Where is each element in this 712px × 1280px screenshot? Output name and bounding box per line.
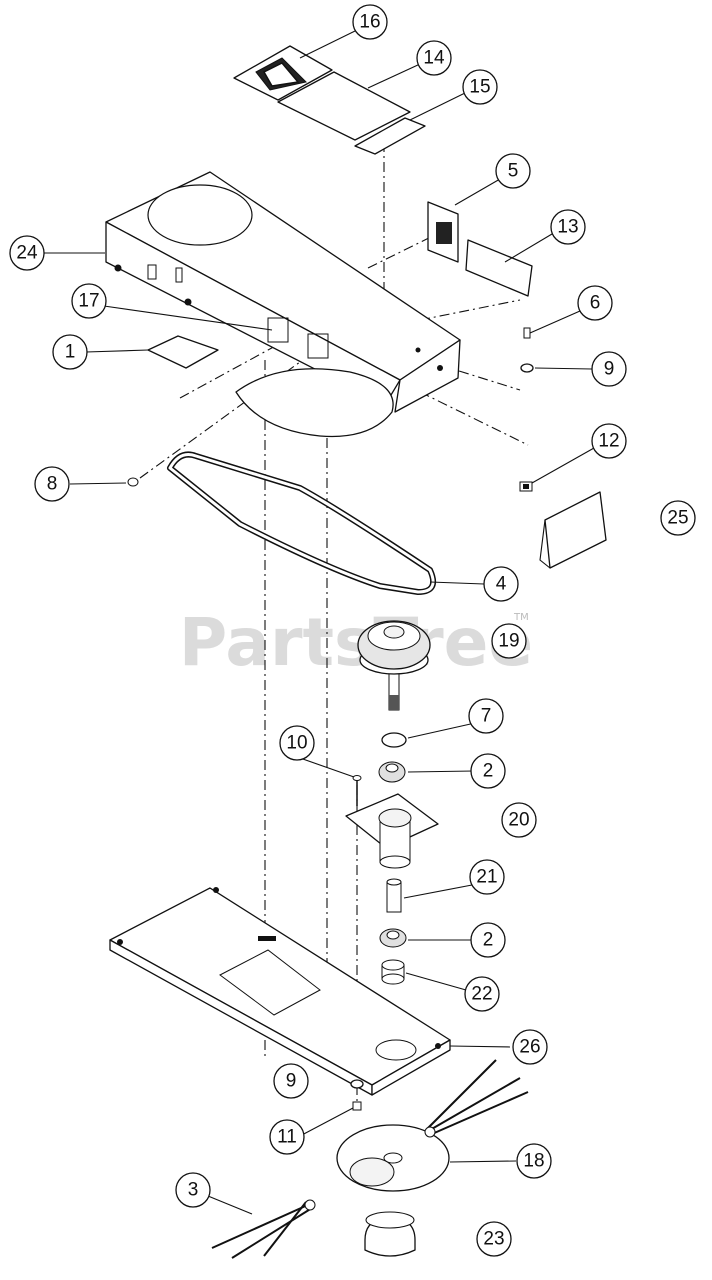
assembly-line-13 [419,299,521,321]
part-8-bolt [127,477,139,487]
callout-6: 6 [577,285,613,321]
part-16-warning-decal [233,45,333,101]
callout-13: 13 [550,209,586,245]
callout-17-label: 17 [78,291,99,312]
callout-22-label: 22 [471,984,492,1005]
callout-24: 24 [9,235,45,271]
part-3-blades [211,1199,316,1259]
callout-9-bottom-label: 9 [286,1071,297,1092]
assembly-line-12 [419,391,529,446]
part-21-spacer [386,878,402,913]
part-6-screw [523,327,531,339]
callout-4: 4 [483,566,519,602]
part-12-clip [519,481,533,492]
part-19-pulley [357,620,431,711]
watermark-text: PartsTree [179,604,533,681]
part-23-dome [364,1211,416,1257]
callout-2-bottom: 2 [470,922,506,958]
callout-10-label: 10 [286,733,307,754]
callout-11: 11 [269,1119,305,1155]
callout-2-bottom-label: 2 [483,930,494,951]
assembly-line-1 [179,337,291,399]
callout-16: 16 [352,4,388,40]
part-1-plate [147,335,219,369]
part-13-label [465,239,533,297]
part-26-frame [109,887,451,1096]
callout-18-label: 18 [523,1151,544,1172]
callout-26: 26 [512,1029,548,1065]
part-9-washer-top [520,363,534,373]
callout-9-top-label: 9 [604,359,615,380]
part-22-collar [381,959,405,985]
callout-21-label: 21 [476,867,497,888]
callout-25-label: 25 [667,508,688,529]
deflector-plate [235,368,394,438]
part-14-label [277,71,411,141]
callout-5-label: 5 [508,161,519,182]
callout-20: 20 [501,802,537,838]
callout-25: 25 [660,500,696,536]
callout-18: 18 [516,1143,552,1179]
part-11-nut [352,1101,362,1111]
part-9-washer-bottom [350,1079,364,1089]
callout-26-label: 26 [519,1037,540,1058]
callout-23: 23 [476,1221,512,1257]
callout-9-top: 9 [591,351,627,387]
leader-lines [42,30,595,1215]
part-5-decal [427,201,459,263]
callout-1-label: 1 [65,342,76,363]
part-24-belt-cover [105,171,461,413]
callout-9-bottom: 9 [273,1063,309,1099]
callout-16-label: 16 [359,12,380,33]
callout-1: 1 [52,334,88,370]
part-18-impeller [336,1059,529,1192]
callout-2-top: 2 [470,753,506,789]
part-25-bracket [539,491,607,569]
callout-8: 8 [34,466,70,502]
part-4-belt [167,451,436,595]
part-10-screw [352,775,362,806]
callout-7-label: 7 [481,706,492,727]
callout-12: 12 [591,423,627,459]
callout-23-label: 23 [483,1229,504,1250]
callout-24-label: 24 [16,243,38,264]
part-2-bearing-top [378,761,406,783]
callout-15: 15 [462,69,498,105]
callout-21: 21 [469,859,505,895]
callout-6-label: 6 [590,293,601,314]
part-20-bearing-housing [345,793,439,869]
assembly-line-5 [367,229,446,269]
callout-2-top-label: 2 [483,761,494,782]
callout-13-label: 13 [557,217,578,238]
callout-22: 22 [464,976,500,1012]
callout-3-label: 3 [188,1180,199,1201]
callout-14-label: 14 [423,48,445,69]
callout-19: 19 [491,623,527,659]
callout-11-label: 11 [277,1127,297,1148]
callout-8-label: 8 [47,474,58,495]
callout-5: 5 [495,153,531,189]
callout-17: 17 [71,283,107,319]
part-2-bearing-bottom [379,928,407,948]
callout-7: 7 [468,698,504,734]
callout-12-label: 12 [598,431,619,452]
callout-14: 14 [416,40,452,76]
callout-10: 10 [279,725,315,761]
callout-20-label: 20 [508,810,529,831]
part-7-washer [381,732,407,748]
assembly-line-9 [439,364,521,391]
watermark-trademark: TM [513,612,529,623]
part-15-label [354,117,426,155]
callout-4-label: 4 [496,574,507,595]
callout-3: 3 [175,1172,211,1208]
callout-15-label: 15 [469,77,490,98]
callout-19-label: 19 [498,631,519,652]
